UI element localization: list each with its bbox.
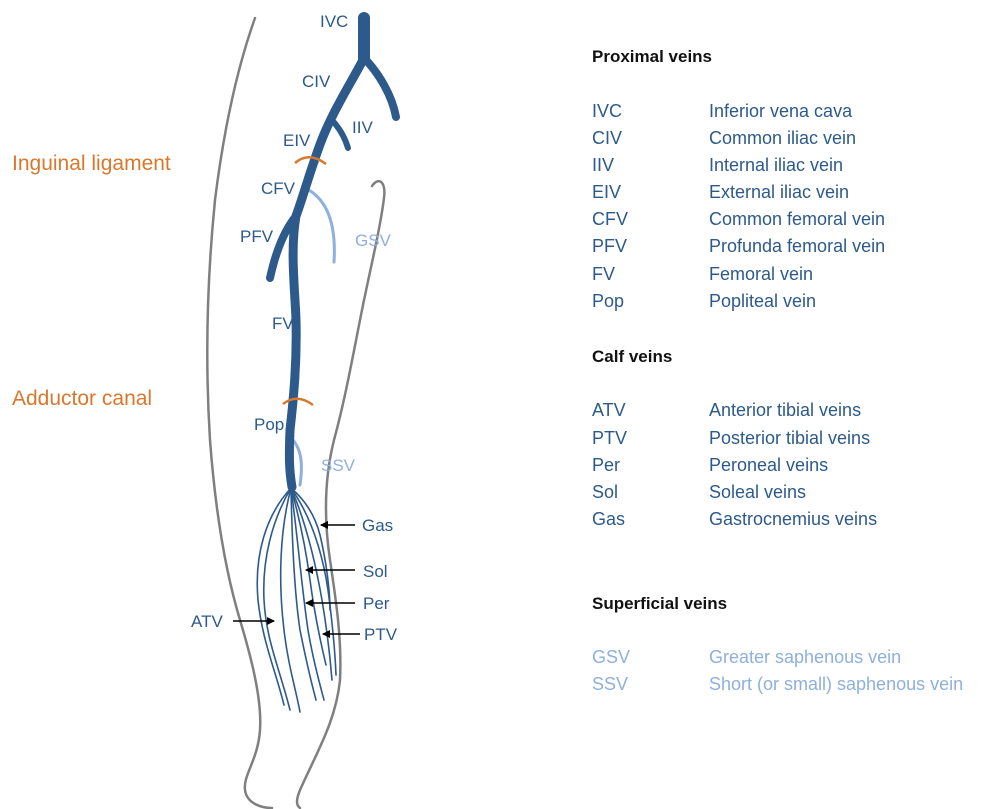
label-ssv: SSV (321, 456, 356, 475)
label-pfv: PFV (240, 227, 274, 246)
legend-abbr: EIV (592, 182, 621, 203)
leg-outline-right (297, 181, 384, 808)
label-cfv: CFV (261, 179, 296, 198)
legend-name: Popliteal vein (709, 291, 816, 312)
legend-name: Common iliac vein (709, 128, 856, 149)
label-inguinal-ligament: Inguinal ligament (12, 152, 171, 175)
adductor-canal-arc (283, 399, 313, 405)
legend-name: Peroneal veins (709, 455, 828, 476)
legend-abbr: IVC (592, 101, 622, 122)
legend-name: Inferior vena cava (709, 101, 852, 122)
legend-name: Internal iliac vein (709, 155, 843, 176)
legend-name: Profunda femoral vein (709, 236, 885, 257)
iiv-vein (364, 58, 396, 117)
gsv-vein (305, 188, 334, 262)
legend-name: Gastrocnemius veins (709, 509, 877, 530)
label-atv: ATV (191, 612, 223, 631)
legend-name: Anterior tibial veins (709, 400, 861, 421)
legend-abbr: CIV (592, 128, 622, 149)
legend-name: Posterior tibial veins (709, 428, 870, 449)
atv-vein (257, 488, 291, 705)
legend-abbr: FV (592, 264, 615, 285)
label-sol: Sol (363, 562, 388, 581)
pointer-arrows (233, 525, 360, 634)
legend-abbr: PFV (592, 236, 627, 257)
legend-abbr: CFV (592, 209, 628, 230)
leg-outline-left (207, 18, 272, 808)
label-eiv: EIV (283, 131, 311, 150)
legend-heading-calf: Calf veins (592, 347, 672, 367)
vein-legend: Proximal veins IVC Inferior vena cava CI… (592, 0, 1003, 809)
legend-abbr: IIV (592, 155, 614, 176)
legend-name: Short (or small) saphenous vein (709, 674, 963, 695)
legend-abbr: SSV (592, 674, 628, 695)
legend-abbr: GSV (592, 647, 630, 668)
legend-abbr: Gas (592, 509, 625, 530)
sol-vein (291, 488, 326, 665)
legend-name: Common femoral vein (709, 209, 885, 230)
legend-name: External iliac vein (709, 182, 849, 203)
atv-vein (264, 488, 291, 710)
legend-name: Greater saphenous vein (709, 647, 901, 668)
legend-abbr: Sol (592, 482, 618, 503)
label-fv: FV (272, 314, 294, 333)
iiv-branch-vein (330, 118, 348, 148)
label-gsv: GSV (355, 231, 392, 250)
label-adductor-canal: Adductor canal (12, 387, 152, 410)
legend-abbr: Per (592, 455, 620, 476)
legend-name: Soleal veins (709, 482, 806, 503)
legend-abbr: ATV (592, 400, 626, 421)
label-pop: Pop (254, 415, 284, 434)
label-ptv: PTV (364, 625, 398, 644)
label-iiv: IIV (352, 118, 373, 137)
legend-abbr: Pop (592, 291, 624, 312)
label-ivc: IVC (320, 12, 348, 31)
calf-veins (257, 488, 336, 712)
legend-abbr: PTV (592, 428, 627, 449)
label-gas: Gas (362, 516, 393, 535)
legend-heading-proximal: Proximal veins (592, 47, 712, 67)
legend-name: Femoral vein (709, 264, 813, 285)
legend-heading-superficial: Superficial veins (592, 594, 727, 614)
label-per: Per (363, 594, 390, 613)
label-civ: CIV (302, 72, 331, 91)
